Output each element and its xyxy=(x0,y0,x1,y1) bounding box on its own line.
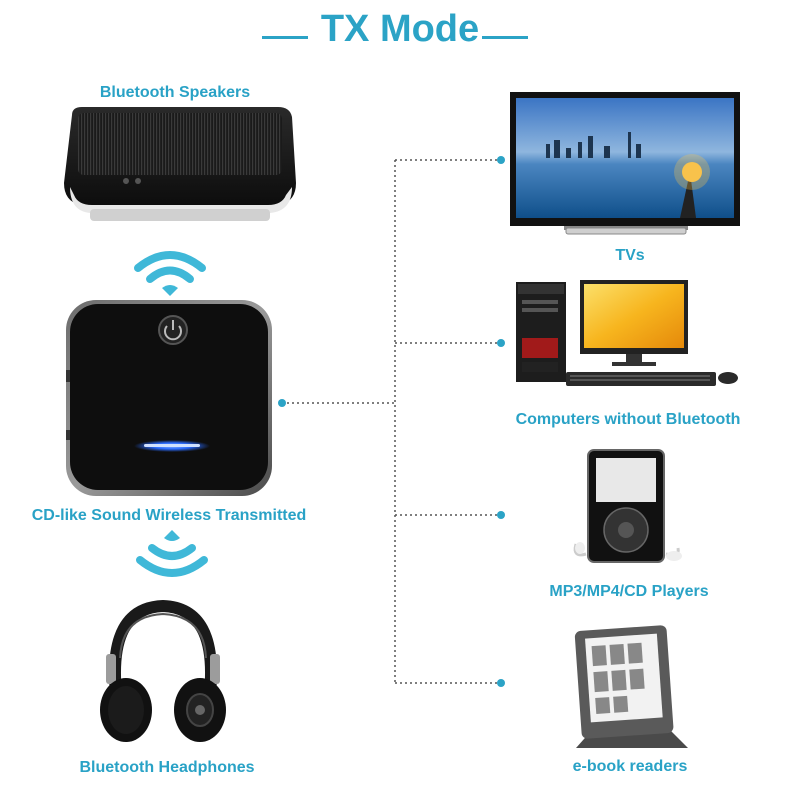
connector-dot xyxy=(278,399,286,407)
label-players: MP3/MP4/CD Players xyxy=(549,583,709,600)
connector-dot xyxy=(497,339,505,347)
label-computers: Computers without Bluetooth xyxy=(515,411,741,428)
label-tvs: TVs xyxy=(615,247,645,264)
headphones-icon xyxy=(100,599,226,742)
label-bluetooth-speakers: Bluetooth Speakers xyxy=(99,84,251,101)
wifi-signal-icon xyxy=(136,530,208,577)
connector-dot xyxy=(497,679,505,687)
wifi-signal-icon xyxy=(134,251,206,296)
connector-dot xyxy=(497,511,505,519)
page-title: TX Mode xyxy=(320,8,480,50)
speaker-icon xyxy=(64,107,296,221)
title-line-right xyxy=(482,36,528,39)
label-transmitter: CD-like Sound Wireless Transmitted xyxy=(31,507,307,524)
mp3-player-icon xyxy=(573,449,682,563)
label-bluetooth-headphones: Bluetooth Headphones xyxy=(79,759,255,776)
computer-icon xyxy=(516,280,738,386)
tv-icon xyxy=(510,92,740,235)
transmitter-device xyxy=(66,300,272,496)
ebook-reader-icon xyxy=(574,625,688,748)
title-line-left xyxy=(262,36,308,39)
connector-dot xyxy=(497,156,505,164)
label-ebook-readers: e-book readers xyxy=(572,758,688,775)
